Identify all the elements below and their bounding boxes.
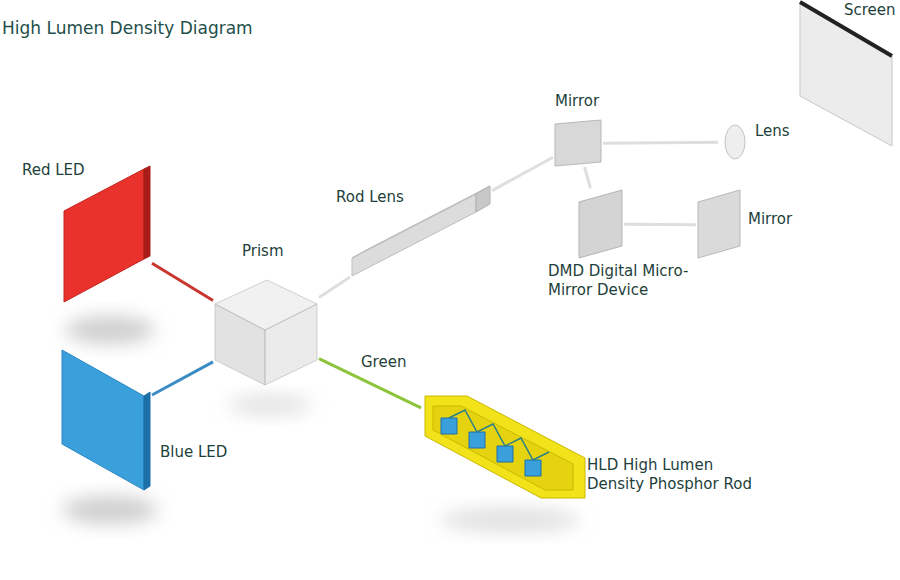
lens-disc	[725, 125, 745, 159]
shape-face	[433, 406, 573, 490]
shape-face	[441, 418, 457, 434]
diagram-title: High Lumen Density Diagram	[2, 18, 253, 38]
digital-micromirror-device-shape	[577, 188, 624, 260]
projection-screen-shape	[800, 0, 895, 148]
light-path	[492, 157, 553, 190]
led-shadow	[62, 496, 158, 524]
shape-face	[62, 350, 144, 490]
digital-micromirror-device: DMD Digital Micro-Mirror Device	[577, 188, 624, 260]
light-path	[603, 142, 718, 143]
phosphor-rod: HLD High Lumen Density Phosphor Rod	[421, 396, 587, 500]
rod-lens: Rod Lens	[350, 182, 492, 277]
shape-face	[215, 280, 317, 330]
shape-face	[800, 2, 892, 146]
shape-face	[476, 186, 490, 212]
shape-face	[425, 396, 585, 498]
part-label: DMD Digital Micro-Mirror Device	[548, 262, 713, 300]
shape-face	[144, 166, 150, 259]
mirror: Mirror	[696, 190, 742, 260]
edge-label: Green	[358, 353, 409, 372]
phosphor-rod-shape	[421, 396, 587, 500]
part-label: Rod Lens	[336, 188, 404, 207]
prism: Prism	[213, 280, 319, 386]
part-label: Red LED	[22, 161, 85, 180]
part-label: Screen	[844, 1, 896, 20]
mirror-shape	[553, 120, 603, 167]
part-label: HLD High Lumen Density Phosphor Rod	[587, 456, 752, 494]
shape-face	[469, 432, 485, 448]
shape-face	[579, 190, 622, 258]
shape-face	[64, 169, 144, 302]
light-path	[585, 167, 591, 188]
part-label: Blue LED	[160, 443, 227, 462]
mirror-shape	[696, 190, 742, 260]
projection-lens-shape	[718, 122, 752, 162]
shape-stroke	[449, 410, 549, 460]
light-path	[152, 362, 213, 395]
light-path	[319, 277, 350, 298]
red-led-shape	[60, 165, 152, 305]
prism-shape	[213, 280, 319, 386]
mirror: Mirror	[553, 120, 603, 167]
light-path	[624, 223, 696, 227]
prism-shadow	[228, 395, 312, 415]
part-label: Mirror	[748, 210, 792, 229]
shape-face	[352, 194, 476, 276]
blue-led: Blue LED	[60, 348, 152, 492]
blue-led-shape	[60, 348, 152, 492]
projection-screen: Screen	[800, 0, 895, 148]
hld-shadow	[440, 508, 580, 532]
shape-face	[525, 460, 541, 476]
light-path	[152, 263, 213, 300]
led-shadow	[65, 316, 155, 344]
part-label: Lens	[755, 122, 790, 141]
projection-lens: Lens	[718, 122, 752, 162]
shape-face	[555, 120, 601, 166]
red-led: Red LED	[60, 165, 152, 305]
shape-face	[497, 446, 513, 462]
part-label: Mirror	[555, 92, 599, 111]
shape-face	[698, 190, 740, 258]
shape-face	[144, 392, 150, 490]
part-label: Prism	[242, 242, 284, 261]
